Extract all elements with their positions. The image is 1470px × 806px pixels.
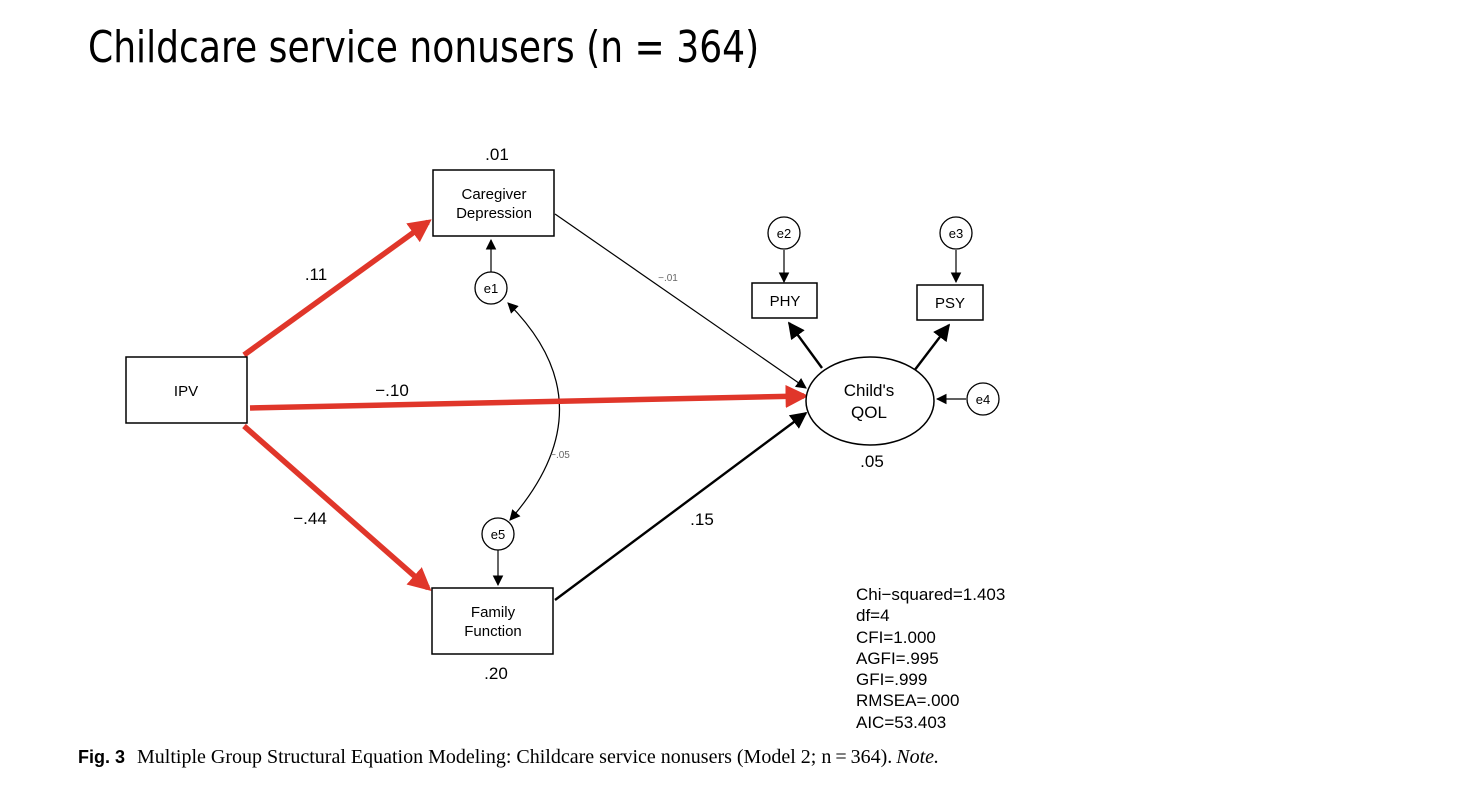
coef-ipv-qol: −.10 bbox=[375, 381, 409, 400]
svg-text:e3: e3 bbox=[949, 226, 963, 241]
node-qol-label-1: Child's bbox=[844, 381, 895, 400]
node-family-function: Family Function bbox=[431, 587, 554, 655]
node-phy: PHY bbox=[751, 282, 818, 319]
fit-indices-block: Chi−squared=1.403 df=4 CFI=1.000 AGFI=.9… bbox=[856, 584, 1005, 733]
fit-rmsea: RMSEA=.000 bbox=[856, 691, 960, 711]
error-e3: e3 bbox=[939, 216, 973, 250]
fit-aic: AIC=53.403 bbox=[856, 712, 947, 732]
caption-text: Multiple Group Structural Equation Model… bbox=[137, 746, 893, 768]
node-caregiver-label-1: Caregiver bbox=[461, 186, 526, 203]
coef-ipv-family: −.44 bbox=[293, 509, 327, 528]
fit-chi-squared: Chi−squared=1.403 bbox=[856, 585, 1006, 604]
path-ipv-to-caregiver bbox=[242, 219, 432, 358]
svg-text:e1: e1 bbox=[484, 281, 498, 296]
coef-e1-e5-covariance: −.05 bbox=[550, 450, 570, 461]
svg-text:e2: e2 bbox=[777, 226, 791, 241]
r2-caregiver-depression: .01 bbox=[485, 145, 509, 164]
node-psy: PSY bbox=[916, 284, 984, 321]
node-psy-label: PSY bbox=[935, 295, 965, 312]
fit-df: df=4 bbox=[856, 606, 890, 626]
path-qol-to-phy bbox=[788, 321, 823, 369]
fit-cfi: CFI=1.000 bbox=[856, 627, 936, 647]
coef-ipv-caregiver: .11 bbox=[305, 265, 327, 284]
caption-figure-number: Fig. 3 bbox=[78, 747, 126, 767]
path-family-to-qol bbox=[554, 411, 808, 601]
error-e1: e1 bbox=[474, 271, 508, 305]
node-ipv: IPV bbox=[125, 356, 248, 424]
svg-text:e5: e5 bbox=[491, 527, 505, 542]
error-e2: e2 bbox=[767, 216, 801, 250]
node-caregiver-depression: Caregiver Depression bbox=[432, 169, 555, 237]
coef-family-qol: .15 bbox=[690, 510, 714, 529]
error-e5: e5 bbox=[481, 517, 515, 551]
node-qol-label-2: QOL bbox=[851, 403, 887, 422]
node-family-label-2: Function bbox=[464, 623, 522, 640]
svg-text:e4: e4 bbox=[976, 392, 990, 407]
path-caregiver-to-qol bbox=[554, 213, 807, 389]
path-qol-to-psy bbox=[913, 323, 951, 372]
error-e4: e4 bbox=[966, 382, 1000, 416]
node-phy-label: PHY bbox=[770, 293, 801, 310]
figure-caption: Fig. 3 Multiple Group Structural Equatio… bbox=[78, 746, 939, 769]
node-family-label-1: Family bbox=[471, 604, 516, 621]
r2-childs-qol: .05 bbox=[860, 452, 884, 471]
node-caregiver-label-2: Depression bbox=[456, 205, 532, 222]
fit-gfi: GFI=.999 bbox=[856, 670, 928, 690]
path-ipv-to-qol bbox=[249, 384, 809, 411]
r2-family-function: .20 bbox=[484, 664, 508, 683]
node-childs-qol: Child's QOL bbox=[805, 356, 935, 446]
path-ipv-to-family bbox=[242, 423, 432, 592]
caption-note: Note. bbox=[896, 746, 940, 768]
coef-caregiver-qol: −.01 bbox=[658, 273, 678, 284]
node-ipv-label: IPV bbox=[174, 383, 198, 400]
fit-agfi: AGFI=.995 bbox=[856, 648, 939, 668]
covariance-e1-e5 bbox=[507, 302, 560, 521]
slide-title: Childcare service nonusers (n = 364) bbox=[88, 22, 760, 73]
